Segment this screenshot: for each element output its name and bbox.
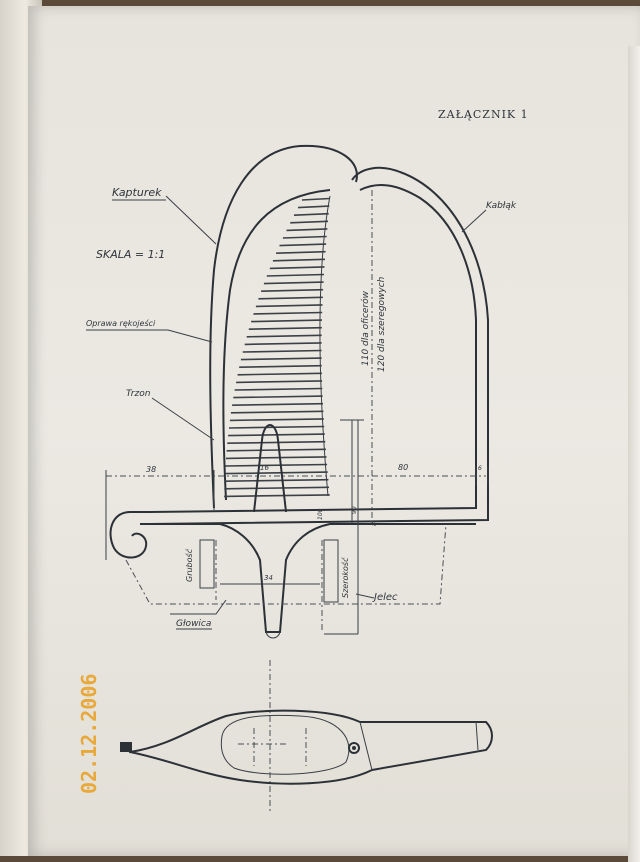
grip-rib [255, 304, 323, 308]
label-grubosc: Grubość [184, 548, 194, 582]
grip-rib [244, 342, 322, 346]
label-trzon: Trzon [126, 389, 151, 399]
grip-rib [301, 197, 331, 201]
label-jelec: Jelec [372, 592, 398, 603]
leader-glowica [170, 599, 227, 615]
label-otwory-szeregowych: 120 dla szeregowych [377, 276, 387, 372]
grip-rib [237, 372, 322, 376]
quillon-curl [109, 511, 150, 559]
grip-rib [263, 281, 324, 285]
dim-90: 90 [351, 506, 358, 514]
grip-rib [227, 440, 326, 444]
grip-rib [230, 410, 324, 414]
thickness-bar [199, 539, 215, 589]
grip-rib [251, 319, 323, 323]
grip-rib [293, 212, 329, 216]
grip-back-inner [222, 189, 331, 501]
grip-rib [248, 326, 322, 330]
leader-kablak [461, 209, 487, 233]
hilt-top-view [120, 709, 493, 785]
grip-rib [225, 463, 328, 467]
grip-rib [282, 235, 327, 239]
leader-trzon [151, 397, 215, 441]
grip-rib [269, 266, 325, 270]
grip-rib [234, 387, 323, 391]
dim-34: 34 [264, 574, 273, 582]
grip-rib-edge [319, 195, 331, 497]
label-oprawa: Oprawa rękojeści [86, 318, 156, 328]
dim-8: 8 [371, 522, 378, 526]
grip-rib [286, 228, 328, 232]
page-header-title: ZAŁĄCZNIK 1 [438, 108, 529, 121]
grip-rib [246, 334, 322, 338]
grip-rib [253, 311, 323, 315]
grip-rib [290, 220, 329, 224]
grip-rib [225, 456, 327, 460]
grip-rib [226, 448, 326, 452]
grip-rib [297, 205, 330, 209]
knuckle-bow [149, 166, 489, 525]
grip-rib [258, 296, 323, 300]
leader-kapturek [165, 195, 217, 245]
grip-rib [232, 402, 324, 406]
grip-rib [242, 349, 322, 353]
width-bar [323, 539, 339, 603]
leader-oprawa [167, 329, 213, 343]
grip-back [209, 144, 358, 509]
dim-38: 38 [146, 465, 156, 474]
label-glowica: Głowica [176, 619, 211, 629]
grip-rib [276, 250, 326, 254]
grip-rib [266, 273, 325, 277]
knuckle-bow-inner [149, 183, 477, 513]
grip-rib [228, 425, 325, 429]
dim-6: 6 [478, 465, 482, 472]
date-stamp: 02.12.2006 [77, 674, 101, 794]
label-kablak: Kabłąk [486, 201, 517, 211]
grip-rib [233, 395, 323, 399]
grip-rib [236, 380, 323, 384]
grip-ribs [224, 195, 331, 498]
grip-rib [240, 357, 322, 361]
grip-rib [224, 486, 330, 490]
grip-rib [224, 494, 330, 498]
grip-rib [229, 418, 324, 422]
blade-outline-dashed [125, 523, 447, 605]
tang [253, 424, 287, 513]
grip-rib [261, 288, 324, 292]
label-otwory-oficerow: 110 dla oficerów [360, 290, 371, 366]
leader-jelec [355, 593, 375, 599]
grip-rib [224, 478, 329, 482]
grip-rib [239, 364, 322, 368]
crossguard [150, 523, 476, 633]
dim-16: 16 [260, 464, 269, 472]
dim-80: 80 [398, 463, 408, 472]
grip-rib [279, 243, 327, 247]
grip-rib [224, 471, 328, 475]
label-kapturek: Kapturek [112, 186, 162, 199]
label-skala: SKALA = 1:1 [96, 248, 165, 261]
dim-100: 100 [317, 508, 324, 520]
grip-rib [272, 258, 326, 262]
label-szerokosc: Szerokość [340, 557, 350, 598]
page-stack-edge [628, 46, 640, 862]
